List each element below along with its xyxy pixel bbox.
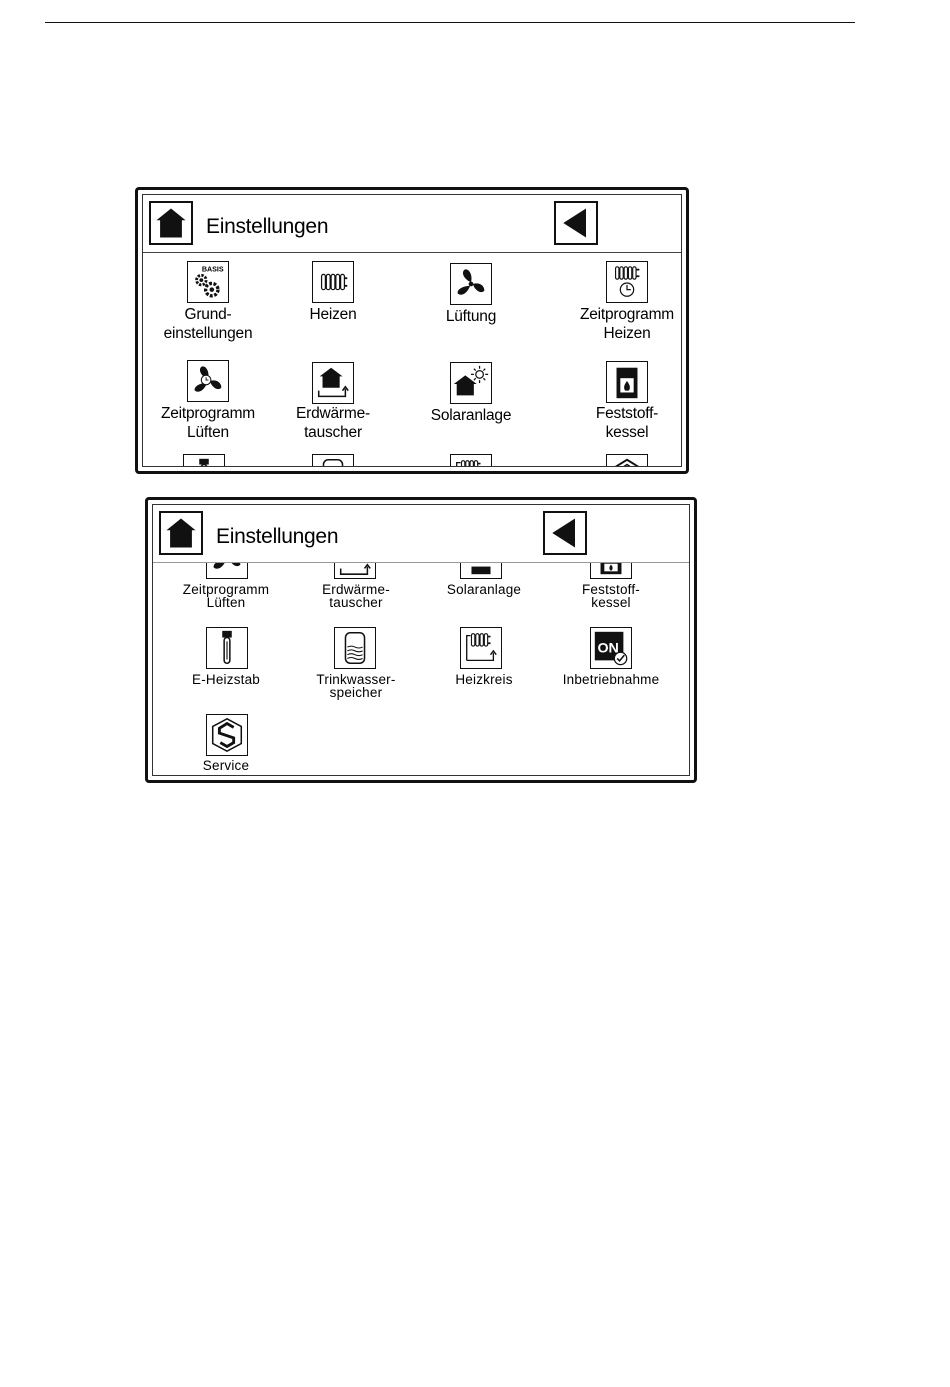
water-tank-icon [313, 455, 353, 467]
lueftung-button[interactable] [450, 263, 492, 305]
solid-fuel-boiler-icon [607, 362, 647, 402]
heating-circuit-icon [461, 628, 501, 668]
screen-title: Einstellungen [206, 215, 328, 239]
lueftung-label: Lüftung [401, 307, 541, 326]
feststoffkessel-label: Feststoff-kessel [557, 404, 682, 442]
radiator-icon [313, 262, 353, 302]
e-heizstab-label: E-Heizstab [156, 673, 296, 686]
fan-icon [451, 264, 491, 304]
screen-display: Einstellungen BASIS Grund-einstellungen [142, 194, 682, 467]
e-heizstab-button-partial[interactable] [183, 454, 225, 467]
home-icon [161, 513, 201, 553]
trinkwasserspeicher-button-partial[interactable] [312, 454, 354, 467]
heating-rod-icon [184, 455, 224, 467]
grundeinstellungen-label: Grund-einstellungen [142, 305, 278, 343]
heating-circuit-icon [451, 455, 491, 467]
solaranlage-label: Solaranlage [414, 583, 554, 596]
inbetriebnahme-button[interactable]: ON [590, 627, 632, 669]
heating-rod-icon [207, 628, 247, 668]
screen-title: Einstellungen [216, 525, 338, 549]
erdwaermetauscher-button[interactable] [312, 362, 354, 404]
heizkreis-button-partial[interactable] [450, 454, 492, 467]
home-icon [151, 203, 191, 243]
back-button[interactable] [554, 201, 598, 245]
basis-icon-text: BASIS [202, 266, 224, 274]
grundeinstellungen-button[interactable]: BASIS [187, 261, 229, 303]
heizkreis-label: Heizkreis [414, 673, 554, 686]
trinkwasserspeicher-button[interactable] [334, 627, 376, 669]
screen-header: Einstellungen [153, 505, 689, 563]
radiator-clock-icon [607, 262, 647, 302]
ground-heat-exchanger-icon [313, 363, 353, 403]
heizkreis-button[interactable] [460, 627, 502, 669]
solar-house-icon [451, 363, 491, 403]
commissioning-on-icon: ON [591, 628, 631, 668]
screen-header: Einstellungen [143, 195, 681, 253]
service-button[interactable] [206, 714, 248, 756]
service-button-partial[interactable] [606, 454, 648, 467]
erdwaermetauscher-label: Erdwärme-tauscher [263, 404, 403, 442]
page-top-rule [45, 22, 855, 23]
home-button[interactable] [149, 201, 193, 245]
e-heizstab-button[interactable] [206, 627, 248, 669]
back-arrow-icon [556, 203, 596, 243]
service-label: Service [156, 759, 296, 772]
inbetriebnahme-label: Inbetriebnahme [541, 673, 681, 686]
zeitprogramm-heizen-button[interactable] [606, 261, 648, 303]
home-button[interactable] [159, 511, 203, 555]
feststoffkessel-button[interactable] [606, 361, 648, 403]
erdwaermetauscher-label: Erdwärme-tauscher [286, 583, 426, 609]
solaranlage-button[interactable] [450, 362, 492, 404]
solaranlage-label: Solaranlage [401, 406, 541, 425]
settings-screen-top: Einstellungen BASIS Grund-einstellungen [135, 187, 689, 474]
service-icon [207, 715, 247, 755]
fan-clock-icon [188, 361, 228, 401]
feststoffkessel-label: Feststoff-kessel [541, 583, 681, 609]
trinkwasserspeicher-label: Trinkwasser-speicher [286, 673, 426, 699]
service-icon [607, 455, 647, 467]
heizen-button[interactable] [312, 261, 354, 303]
zeitprogramm-lueften-button[interactable] [187, 360, 229, 402]
back-arrow-icon [545, 513, 585, 553]
heizen-label: Heizen [263, 305, 403, 324]
back-button[interactable] [543, 511, 587, 555]
settings-basis-icon: BASIS [188, 262, 228, 302]
water-tank-icon [335, 628, 375, 668]
